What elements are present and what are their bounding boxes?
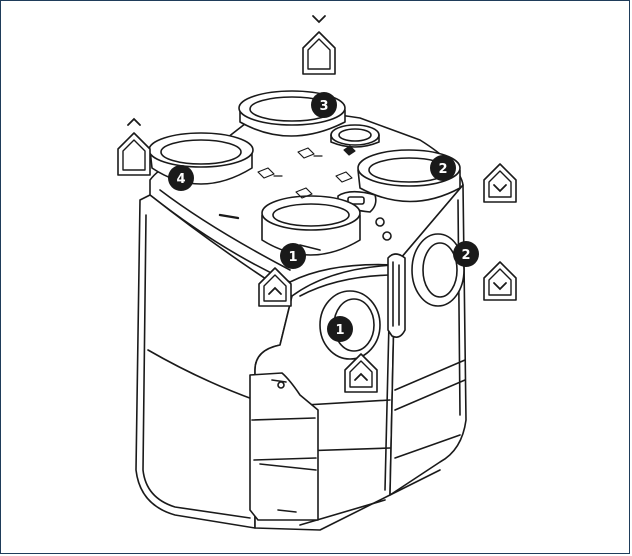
- badge-3-top-back: 3: [311, 92, 337, 118]
- svg-text:1: 1: [288, 250, 297, 265]
- house-arrow-up-icon: [117, 117, 151, 176]
- badge-4-top-left: 4: [168, 165, 194, 191]
- badge-1-front-side: 1: [327, 316, 353, 342]
- svg-text:3: 3: [319, 99, 328, 114]
- badge-1-front-top: 1: [280, 243, 306, 269]
- badge-2-top-right: 2: [430, 155, 456, 181]
- service-door: [249, 372, 319, 521]
- top-flow-markers: [257, 145, 356, 199]
- house-arrow-down-icon: [483, 261, 517, 301]
- svg-text:1: 1: [335, 323, 344, 338]
- front-handle: [387, 253, 406, 338]
- badge-2-side-right: 2: [453, 241, 479, 267]
- spigot-4-top-left: [148, 132, 254, 185]
- svg-text:2: 2: [461, 248, 470, 263]
- svg-text:2: 2: [438, 162, 447, 177]
- house-arrow-down-icon: [302, 15, 336, 75]
- spigot-1-top-front: [261, 195, 361, 256]
- spigot-small-top: [330, 124, 380, 148]
- side-port-2-right: [411, 233, 465, 307]
- house-arrow-down-icon: [483, 163, 517, 203]
- svg-text:4: 4: [176, 172, 185, 187]
